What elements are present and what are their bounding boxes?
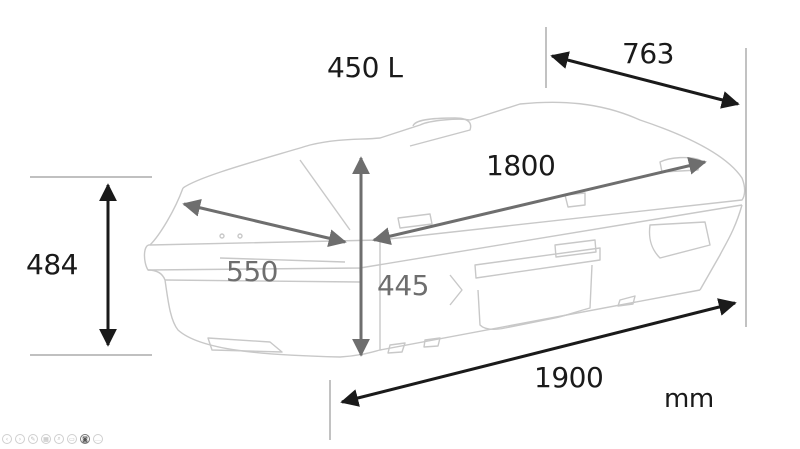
guide-lines <box>30 27 747 440</box>
height-445-label: 445 <box>377 269 429 302</box>
prev-icon[interactable]: ‹ <box>2 434 12 444</box>
arrow-1900 <box>340 298 737 407</box>
height-484-label: 484 <box>26 248 78 281</box>
width-550-label: 550 <box>226 255 278 288</box>
roof-box-outline <box>143 101 746 358</box>
viewer-toolbar: ‹ › ✎ ▦ ⌕ ▭ ◙ … <box>2 434 103 444</box>
gallery-icon[interactable]: ▦ <box>41 434 51 444</box>
length-1800-label: 1800 <box>486 149 556 182</box>
edit-icon[interactable]: ✎ <box>28 434 38 444</box>
more-icon[interactable]: … <box>93 434 103 444</box>
arrow-550 <box>182 198 347 248</box>
zoom-icon[interactable]: ⌕ <box>54 434 64 444</box>
volume-label: 450 L <box>327 51 403 84</box>
arrow-763 <box>550 51 740 109</box>
length-1900-label: 1900 <box>534 361 604 394</box>
depth-763-label: 763 <box>622 37 674 70</box>
next-icon[interactable]: › <box>15 434 25 444</box>
slideshow-icon[interactable]: ▭ <box>67 434 77 444</box>
dark-dimension-arrows <box>99 51 740 407</box>
camera-icon[interactable]: ◙ <box>80 434 90 444</box>
unit-label: mm <box>664 384 714 414</box>
arrow-1800 <box>372 156 707 246</box>
gray-dimension-arrows <box>182 156 707 357</box>
